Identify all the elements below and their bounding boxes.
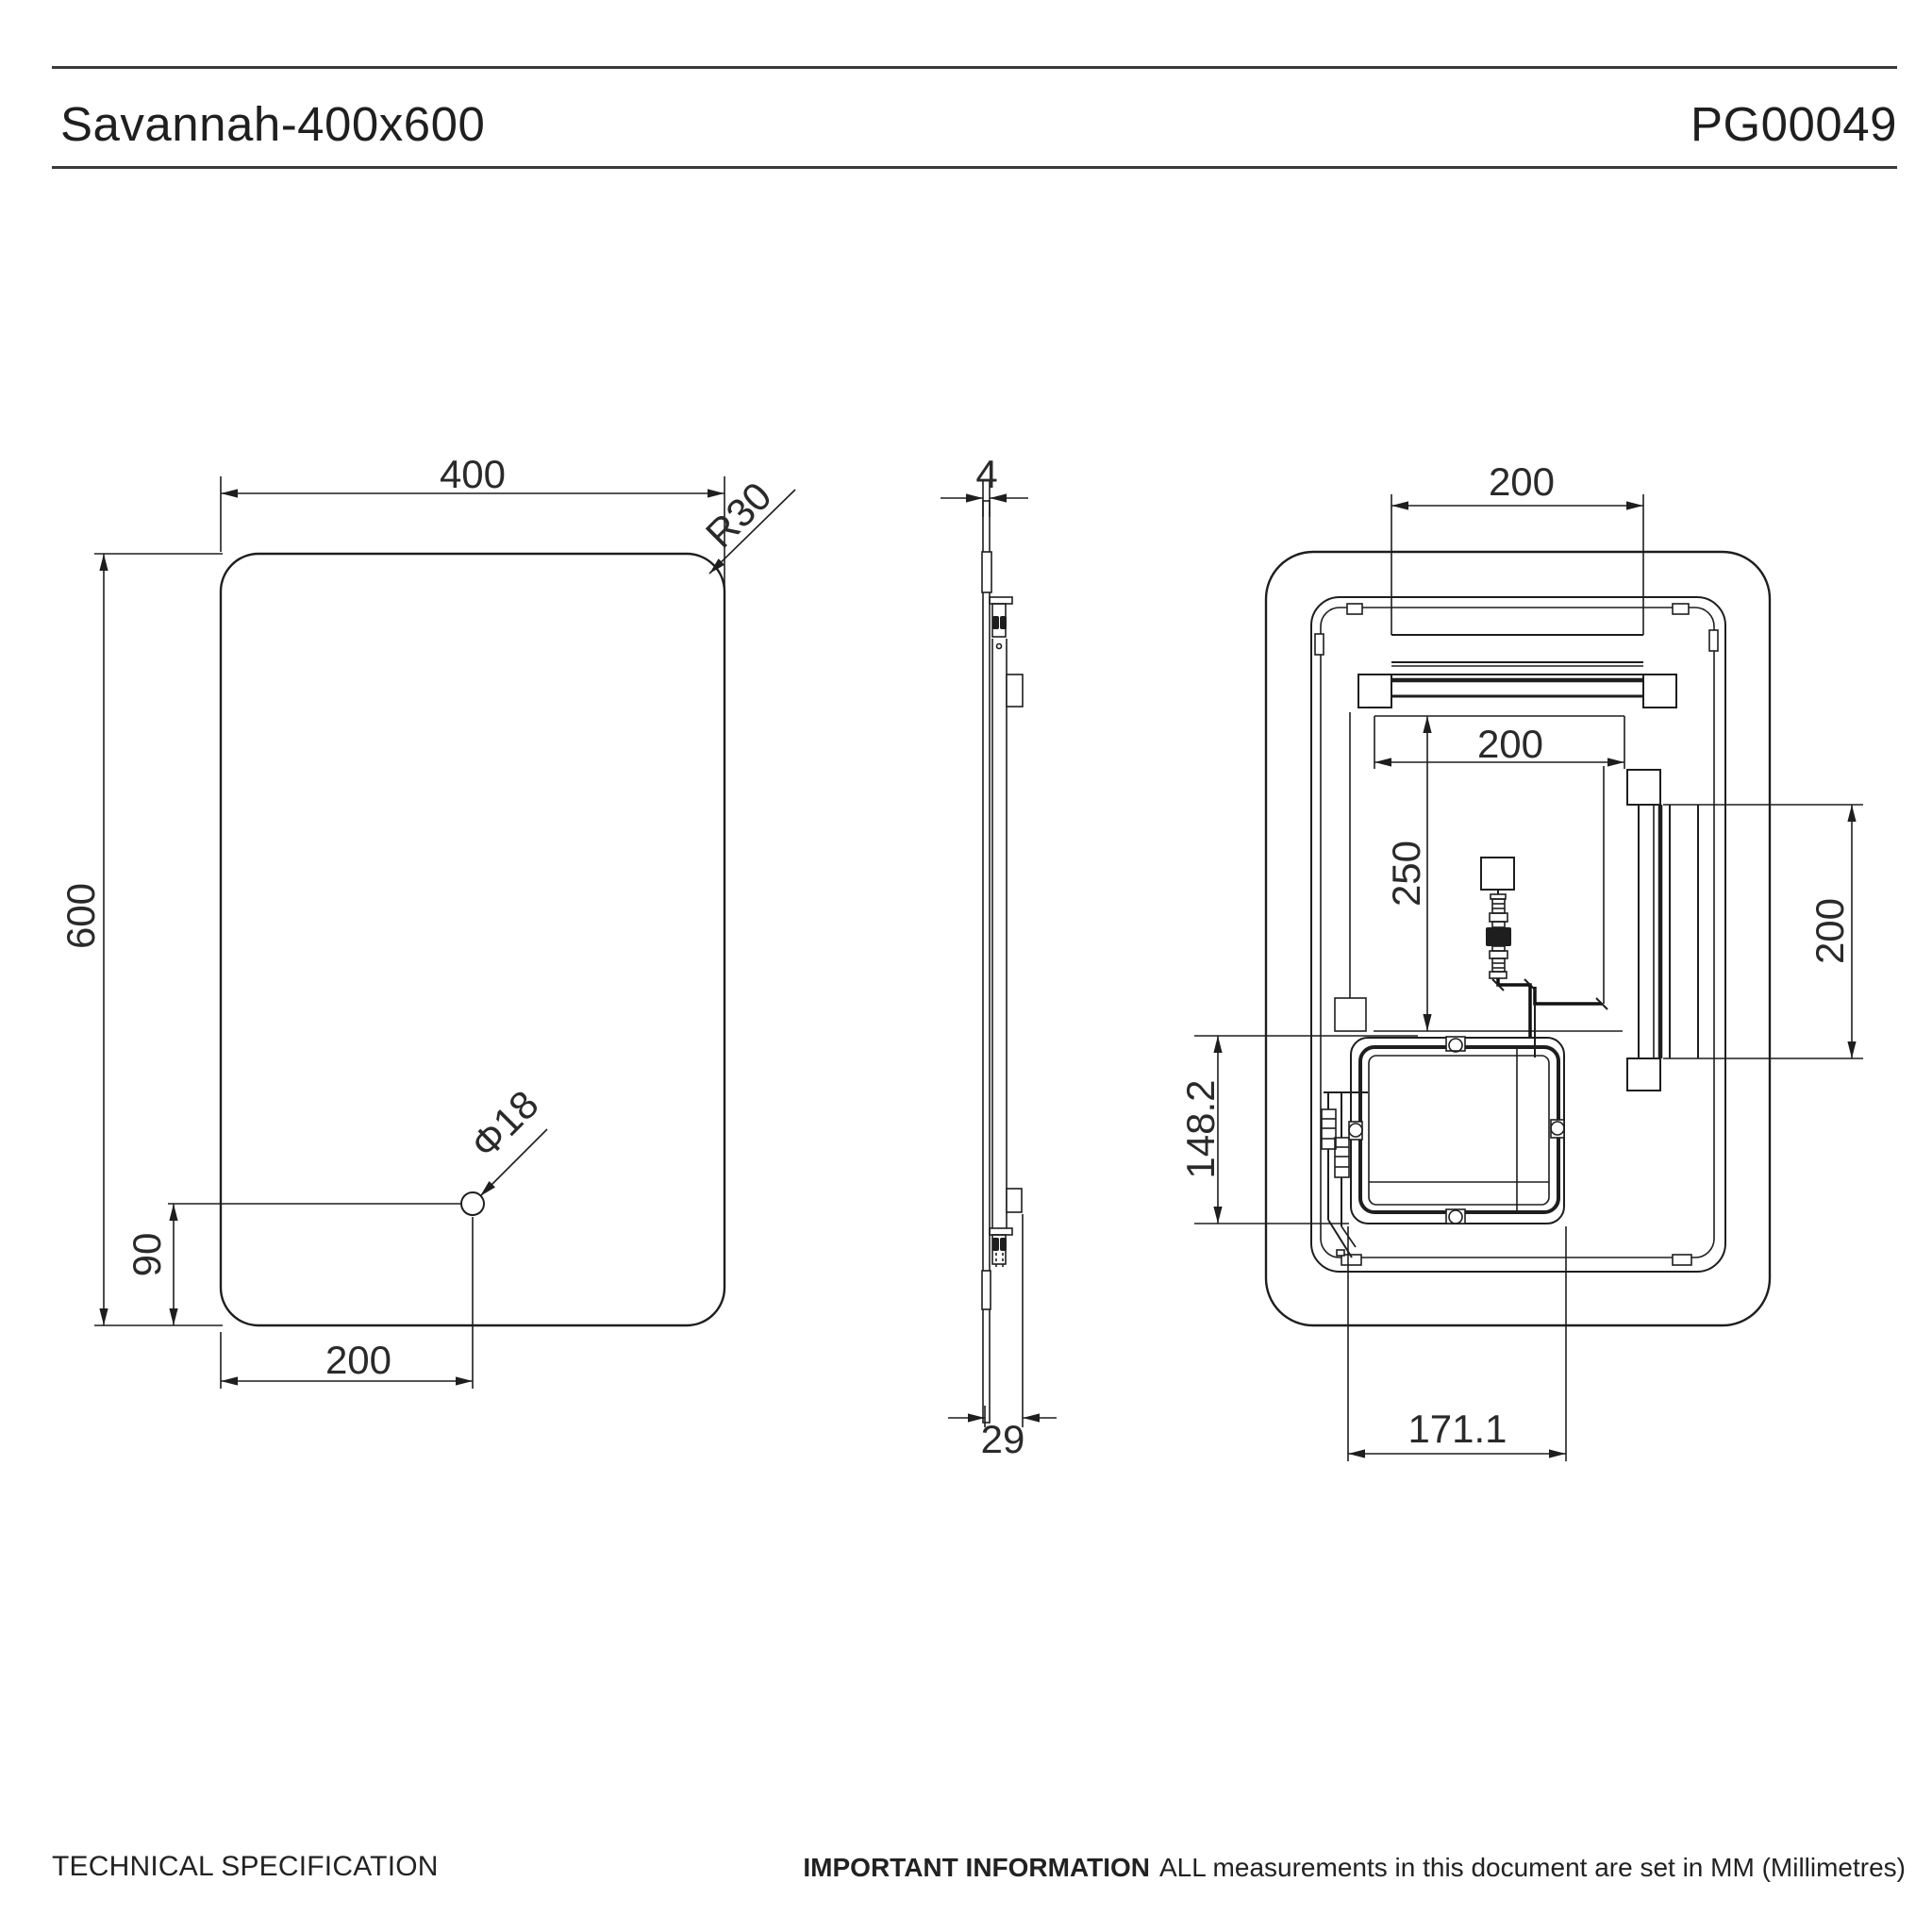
- cable-y-dimension: 250: [1374, 716, 1623, 1032]
- top-tube-right-endcap: [1642, 674, 1677, 708]
- glass-thickness-dimension: 4: [941, 452, 1028, 517]
- front-height-label: 600: [58, 883, 103, 949]
- mounting-plate-tab: [1334, 997, 1367, 1032]
- power-connector: [1480, 857, 1515, 979]
- lower-clip: [1006, 1188, 1023, 1213]
- driver-height-dimension: 148.2: [1178, 1035, 1418, 1224]
- top-pad: [981, 551, 992, 593]
- driver-width-label: 171.1: [1407, 1407, 1507, 1451]
- rear-mirror-outline: [1264, 550, 1772, 1327]
- side-view: 4 29: [941, 452, 1057, 1461]
- depth-dimension: 29: [948, 1214, 1057, 1461]
- front-width-label: 400: [440, 452, 506, 496]
- cable-y-label: 250: [1384, 841, 1428, 907]
- upper-clip: [1006, 674, 1024, 708]
- top-led-tube: [1357, 634, 1677, 708]
- mirror-outline: [219, 552, 726, 1327]
- right-tube-top-endcap: [1626, 769, 1661, 806]
- hole-horizontal-dimension: 200: [220, 1217, 474, 1389]
- driver-box: [1348, 1004, 1565, 1224]
- glass-profile: [982, 500, 991, 1424]
- hole-vertical-dimension: 90: [125, 1203, 461, 1325]
- footer-important-text: ALL measurements in this document are se…: [1159, 1853, 1906, 1882]
- depth-label: 29: [981, 1417, 1025, 1461]
- cable-x-label: 200: [1477, 722, 1543, 766]
- front-width-dimension: 400: [220, 452, 725, 607]
- front-radius-label: R30: [697, 474, 780, 557]
- hole-vertical-label: 90: [125, 1233, 169, 1277]
- right-tube-bottom-endcap: [1626, 1058, 1661, 1091]
- header-bottom-rule: [52, 166, 1897, 169]
- cable-x-dimension: 200: [1374, 715, 1625, 769]
- screw-dot: [995, 642, 1003, 650]
- footer-section-title: TECHNICAL SPECIFICATION: [52, 1851, 439, 1882]
- bottom-pad: [981, 1270, 991, 1310]
- bottom-bracket: [989, 1227, 1013, 1267]
- hole-diameter-callout: Φ18: [462, 1082, 548, 1197]
- rear-right-dimension: 200: [1663, 804, 1863, 1059]
- product-title: Savannah-400x600: [60, 97, 486, 151]
- glass-thickness-label: 4: [975, 452, 997, 496]
- back-panel-outer: [1310, 596, 1726, 1273]
- hole-horizontal-label: 200: [325, 1338, 391, 1382]
- panel-clips: [1314, 603, 1719, 1266]
- power-wiring: [1491, 766, 1608, 1059]
- front-radius-callout: R30: [697, 474, 796, 575]
- rear-top-label: 200: [1489, 459, 1555, 504]
- front-height-dimension: 600: [58, 553, 223, 1326]
- led-plug-connectors: [1321, 712, 1368, 1258]
- footer-important-bold: IMPORTANT INFORMATION: [803, 1853, 1150, 1882]
- driver-height-label: 148.2: [1178, 1079, 1223, 1178]
- back-panel-profile: [991, 639, 1024, 1228]
- back-panel-inner: [1320, 607, 1715, 1258]
- right-led-tube: [1626, 769, 1699, 1091]
- top-bracket: [989, 596, 1013, 638]
- rear-top-dimension: 200: [1391, 459, 1644, 635]
- header-top-rule: [52, 66, 1897, 69]
- product-code: PG00049: [1690, 97, 1897, 151]
- footer-important-info: IMPORTANT INFORMATION ALL measurements in…: [803, 1853, 1906, 1883]
- rear-view: 200 200 250 200: [1178, 459, 1863, 1461]
- rear-right-label: 200: [1807, 898, 1852, 964]
- top-tube-left-endcap: [1357, 674, 1392, 708]
- driver-width-dimension: 171.1: [1347, 1226, 1567, 1461]
- hole-diameter-label: Φ18: [462, 1082, 547, 1167]
- front-view: 400 R30 600 Φ18 9: [58, 452, 796, 1389]
